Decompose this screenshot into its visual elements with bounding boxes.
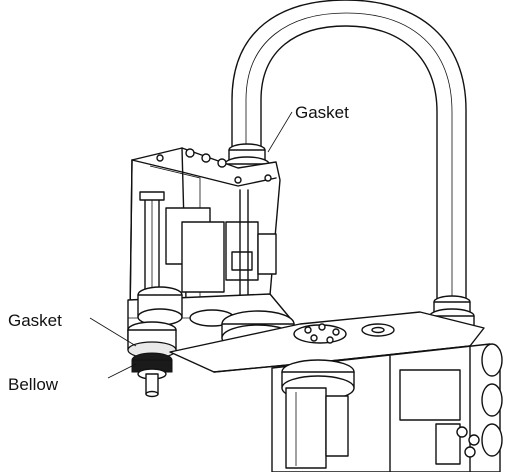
- bellow-assembly: [127, 321, 177, 398]
- callout-line-bellow: [107, 363, 137, 379]
- callout-gasket-left: Gasket: [8, 311, 62, 330]
- cable-duct-arch: [231, 0, 467, 303]
- motor-block: [165, 189, 277, 301]
- callout-line-gasket-top: [267, 111, 293, 153]
- lower-motor: [281, 359, 355, 469]
- callout-gasket-top: Gasket: [295, 103, 349, 122]
- callout-bellow: Bellow: [8, 375, 59, 394]
- callout-line-gasket-left: [89, 317, 137, 347]
